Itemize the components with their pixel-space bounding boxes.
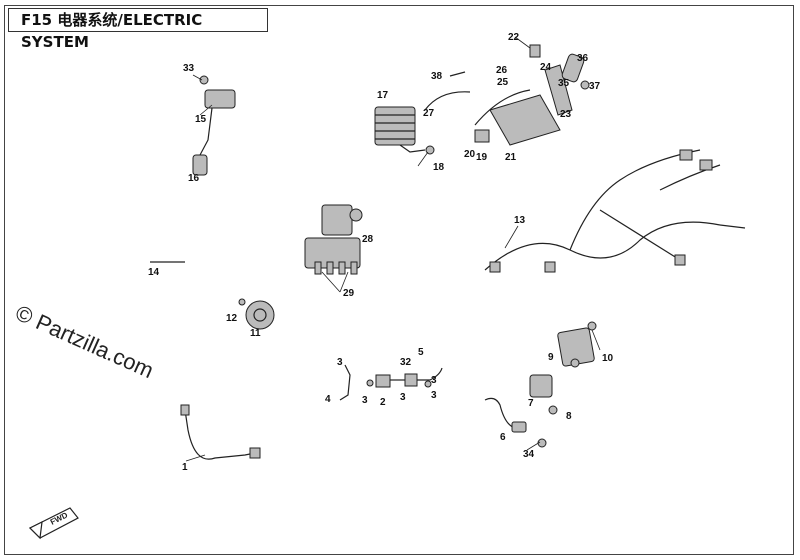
horn-part <box>238 298 275 330</box>
callout-6: 6 <box>500 432 506 443</box>
callout-1: 1 <box>182 462 188 473</box>
diagram-title: F15 电器系统/ELECTRIC SYSTEM <box>8 8 268 51</box>
cdi-unit-part <box>557 321 597 368</box>
callout-2: 2 <box>380 397 386 408</box>
callout-29: 29 <box>343 288 355 299</box>
battery-part <box>474 94 561 146</box>
ignition-coil-part <box>192 75 236 176</box>
callout-labels: 1 2 3 3 3 3 3 4 5 6 7 8 9 10 11 12 13 14… <box>148 32 614 473</box>
callout-3a: 3 <box>337 357 343 368</box>
callout-25: 25 <box>497 77 509 88</box>
callout-27: 27 <box>423 108 435 119</box>
callout-16: 16 <box>188 173 200 184</box>
callout-11: 11 <box>250 328 261 339</box>
callout-18: 18 <box>433 162 445 173</box>
callout-36: 36 <box>577 53 589 64</box>
wire-harness-part <box>484 149 746 273</box>
callout-3b: 3 <box>362 395 368 406</box>
cable-27-part <box>424 91 471 111</box>
callout-28: 28 <box>362 234 374 245</box>
sensor-part <box>484 374 558 448</box>
callout-26: 26 <box>496 65 508 76</box>
callout-38: 38 <box>431 71 443 82</box>
relay-parts <box>529 44 590 116</box>
callout-13: 13 <box>514 215 526 226</box>
diagram-frame <box>4 5 794 555</box>
fwd-arrow: FWD <box>28 507 79 540</box>
callout-7: 7 <box>528 398 534 409</box>
callout-5: 5 <box>418 347 424 358</box>
callout-34: 34 <box>523 449 535 460</box>
starter-bracket-part <box>304 204 363 275</box>
callout-3c: 3 <box>400 392 406 403</box>
cable-38-part <box>449 71 466 77</box>
cable-26-part <box>474 89 531 126</box>
callout-37: 37 <box>589 81 601 92</box>
speed-cable-part <box>180 404 261 460</box>
callout-14: 14 <box>148 267 160 278</box>
callout-12: 12 <box>226 313 238 324</box>
callout-33: 33 <box>183 63 195 74</box>
callout-3d: 3 <box>431 375 437 386</box>
callout-17: 17 <box>377 90 389 101</box>
callout-19: 19 <box>476 152 488 163</box>
callout-4: 4 <box>325 394 331 405</box>
callout-35: 35 <box>558 78 570 89</box>
regulator-part <box>374 106 435 155</box>
switch-parts <box>339 364 443 401</box>
callout-20: 20 <box>464 149 476 160</box>
callout-32: 32 <box>400 357 412 368</box>
callout-3e: 3 <box>431 390 437 401</box>
leader-lines <box>185 36 601 462</box>
callout-23: 23 <box>560 109 572 120</box>
callout-21: 21 <box>505 152 517 163</box>
callout-15: 15 <box>195 114 207 125</box>
callout-22: 22 <box>508 32 520 43</box>
callout-10: 10 <box>602 353 614 364</box>
callout-8: 8 <box>566 411 572 422</box>
callout-24: 24 <box>540 62 552 73</box>
callout-9: 9 <box>548 352 554 363</box>
